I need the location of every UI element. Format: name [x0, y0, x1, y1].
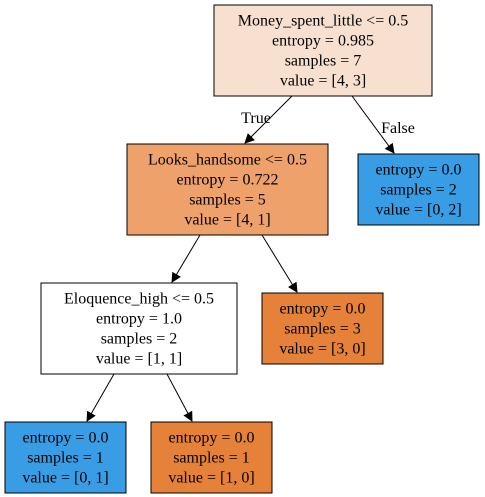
- node-text-line: value = [3, 0]: [279, 341, 365, 358]
- node-text-line: samples = 3: [284, 321, 361, 338]
- node-text-line: entropy = 0.722: [177, 172, 279, 189]
- edge-arrow-root-to-left: [244, 95, 293, 144]
- node-text-line: Looks_handsome <= 0.5: [148, 152, 307, 169]
- node-text-line: samples = 1: [173, 450, 250, 467]
- nodes-layer: Money_spent_little <= 0.5 entropy = 0.985…: [4, 4, 480, 494]
- node-text-line: samples = 1: [27, 450, 104, 467]
- node-box-left: [126, 143, 329, 236]
- tree-node-left-left: Eloquence_high <= 0.5 entropy = 1.0 sample…: [40, 282, 238, 375]
- edge-arrow-left-to-left-right: [261, 234, 298, 293]
- node-box-root: [213, 4, 433, 97]
- node-text-line: samples = 7: [285, 53, 362, 70]
- node-text-line: samples = 2: [380, 182, 457, 199]
- tree-node-root: Money_spent_little <= 0.5 entropy = 0.985…: [213, 4, 433, 97]
- edge-label-false: False: [381, 120, 415, 137]
- node-text-line: entropy = 0.0: [23, 430, 109, 447]
- node-text-line: entropy = 0.0: [280, 301, 366, 318]
- node-text-line: value = [4, 1]: [184, 212, 270, 229]
- tree-node-left-left-right: entropy = 0.0 samples = 1 value = [1, 0]: [150, 421, 273, 494]
- node-text-line: samples = 2: [101, 331, 178, 348]
- edge-arrow-left-to-left-left: [171, 234, 201, 283]
- node-text-line: samples = 5: [189, 192, 266, 209]
- node-text-line: entropy = 0.985: [272, 33, 374, 50]
- tree-node-right: entropy = 0.0 samples = 2 value = [0, 2]: [357, 153, 480, 226]
- node-text-line: value = [4, 3]: [280, 73, 366, 90]
- node-text-line: Money_spent_little <= 0.5: [238, 13, 408, 30]
- node-box-left-left-right: [150, 421, 273, 494]
- node-text-line: value = [1, 1]: [96, 351, 182, 368]
- node-box-left-left: [40, 282, 238, 375]
- node-text-line: entropy = 0.0: [169, 430, 255, 447]
- node-text-line: value = [1, 0]: [168, 470, 254, 487]
- node-box-left-right: [261, 292, 384, 365]
- edge-arrow-left-left-to-left-left-right: [166, 373, 193, 422]
- edge-arrow-left-left-to-left-left-left: [86, 373, 115, 422]
- tree-node-left-right: entropy = 0.0 samples = 3 value = [3, 0]: [261, 292, 384, 365]
- node-text-line: entropy = 0.0: [376, 162, 462, 179]
- edge-arrow-root-to-right: [351, 95, 395, 154]
- node-text-line: value = [0, 1]: [22, 470, 108, 487]
- edge-label-true: True: [241, 110, 271, 127]
- node-box-left-left-left: [4, 421, 127, 494]
- tree-node-left-left-left: entropy = 0.0 samples = 1 value = [0, 1]: [4, 421, 127, 494]
- node-text-line: value = [0, 2]: [375, 202, 461, 219]
- node-text-line: entropy = 1.0: [96, 311, 182, 328]
- node-text-line: Eloquence_high <= 0.5: [64, 291, 214, 308]
- node-box-right: [357, 153, 480, 226]
- tree-node-left: Looks_handsome <= 0.5 entropy = 0.722 samp…: [126, 143, 329, 236]
